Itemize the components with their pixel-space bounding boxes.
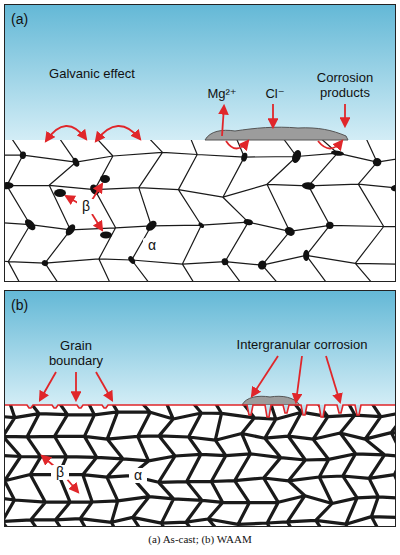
beta-particle — [303, 250, 309, 261]
phase-label: β — [51, 465, 69, 480]
beta-particle — [23, 217, 37, 232]
beta-particle — [221, 258, 229, 266]
grain-boundaries — [4, 140, 396, 282]
beta-particle — [331, 150, 345, 157]
corroded-grain-boundary — [4, 405, 396, 417]
figure-panel: (a) — [4, 4, 396, 282]
corrosion-products — [205, 127, 348, 140]
callout-label: Cl⁻ — [260, 86, 290, 101]
beta-particle — [71, 157, 80, 168]
grain-boundaries — [4, 405, 396, 527]
beta-particle — [19, 151, 26, 159]
beta-particle — [302, 182, 316, 191]
callout-label: Intergranular corrosion — [222, 337, 382, 352]
phase-label: β — [77, 199, 95, 214]
phase-label: α — [129, 468, 147, 483]
beta-particle — [64, 223, 77, 238]
panel-label: (b) — [11, 297, 28, 313]
callout-label: Grain boundary — [41, 338, 111, 368]
electrolyte — [4, 4, 396, 140]
waam-microstructure — [4, 405, 396, 527]
beta-particle — [290, 149, 302, 164]
beta-particle — [373, 158, 382, 167]
beta-phase — [54, 175, 112, 239]
beta-particle — [256, 259, 268, 271]
callout-label: Galvanic effect — [27, 66, 157, 81]
beta-particle — [41, 260, 48, 267]
red-arrows — [40, 356, 340, 492]
panel-label: (a) — [11, 11, 28, 27]
callout-label: Mg²⁺ — [202, 86, 242, 101]
beta-particle — [283, 225, 296, 238]
phase-label: α — [143, 238, 161, 253]
beta-particle — [4, 182, 14, 190]
beta-particle — [198, 222, 205, 229]
callout-label: Corrosion products — [305, 70, 385, 100]
red-arrows — [46, 104, 345, 230]
figure-panel: (b) — [4, 290, 396, 527]
beta-particle — [243, 218, 253, 226]
beta-particle — [240, 152, 248, 162]
beta-particle — [127, 255, 136, 265]
beta-particle — [326, 222, 334, 229]
figure-caption: (a) As-cast; (b) WAAM — [0, 533, 400, 545]
corrosion-products — [242, 396, 300, 405]
beta-particle — [144, 219, 158, 233]
electrolyte — [4, 290, 396, 405]
as-cast-microstructure — [4, 140, 396, 282]
